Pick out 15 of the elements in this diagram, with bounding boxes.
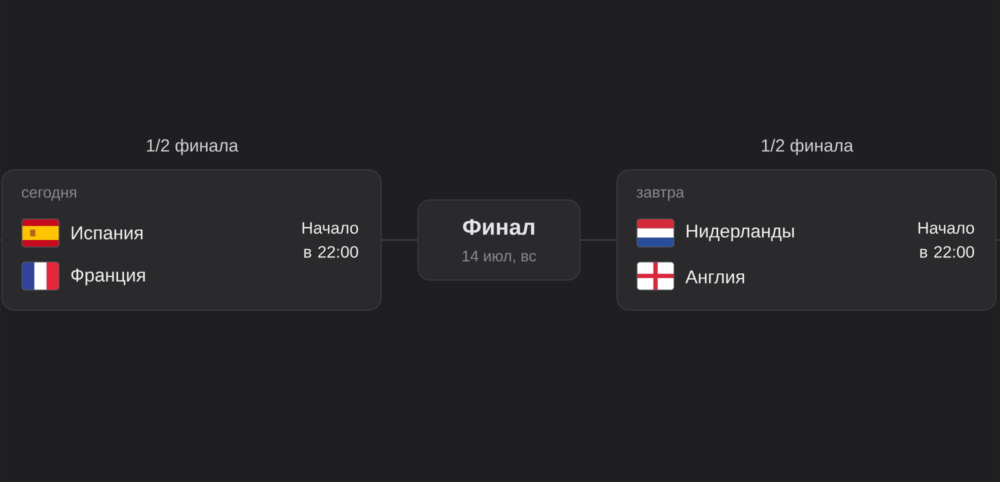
connector-line bbox=[996, 239, 1000, 240]
team-name: Испания bbox=[72, 226, 142, 240]
round-title: 1/2 финала bbox=[762, 138, 854, 156]
start-time: Начало в 22:00 bbox=[918, 222, 974, 258]
team-name: Франция bbox=[71, 268, 145, 286]
connector-line bbox=[580, 239, 617, 240]
team-name: Нидерланды bbox=[686, 224, 794, 242]
date-label: 14 июл, вс bbox=[462, 250, 536, 264]
start-time: Начало в 22:00 bbox=[302, 222, 358, 258]
stage-title: Финал bbox=[463, 219, 534, 235]
connector-line bbox=[381, 239, 418, 240]
team-name: Англия bbox=[685, 270, 744, 284]
day-label: сегодня bbox=[22, 189, 76, 201]
round-title: 1/2 финала bbox=[147, 138, 238, 156]
day-label: завтра bbox=[636, 189, 684, 201]
